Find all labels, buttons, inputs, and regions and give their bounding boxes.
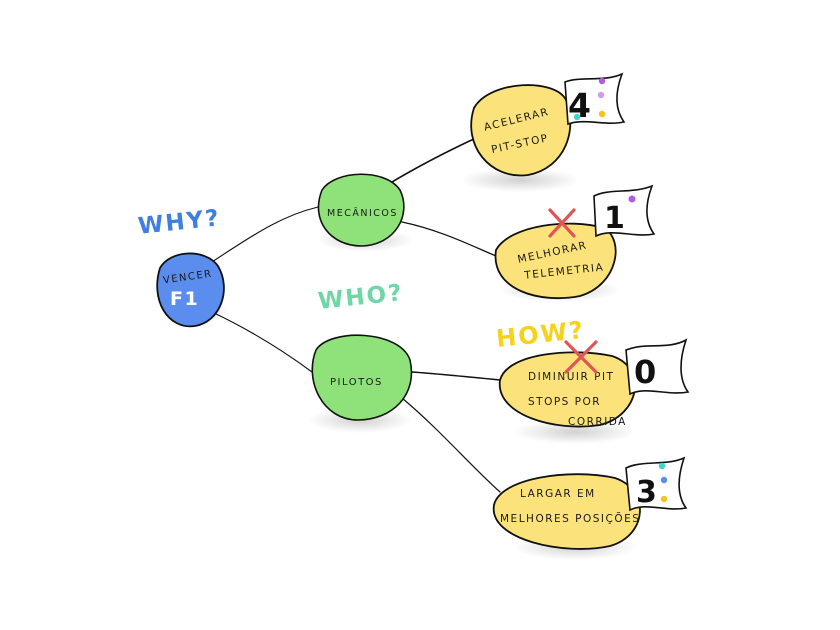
- flag-telemetria: 1: [593, 184, 656, 238]
- vote-dot-icon: [597, 91, 605, 99]
- who-label: WHO?: [317, 280, 405, 315]
- impact-diminuir-line3: CORRIDA: [568, 416, 627, 428]
- actor-node-mecanicos-label: MECÂNICOS: [327, 207, 398, 219]
- vote-dot-icon: [628, 195, 636, 203]
- edge-root-pilotos: [211, 311, 313, 373]
- impact-node-diminuir[interactable]: DIMINUIR PIT STOPS POR CORRIDA: [499, 351, 636, 428]
- connectors: [211, 136, 501, 493]
- edge-pilotos-largar: [401, 397, 501, 493]
- vote-dot-icon: [598, 77, 606, 85]
- goal-node-line2: F1: [170, 288, 199, 310]
- flag-largar-score: 3: [636, 475, 657, 510]
- impact-diminuir-line2: STOPS POR: [528, 396, 601, 408]
- edge-mecanicos-telemetria: [401, 221, 497, 257]
- flag-largar: 3: [625, 456, 688, 512]
- edge-pilotos-diminuir: [411, 371, 501, 381]
- cross-mark-icon: [564, 340, 598, 374]
- vote-dot-icon: [573, 113, 581, 121]
- impact-node-acelerar[interactable]: ACELERAR PIT-STOP: [470, 84, 572, 177]
- vote-dot-icon: [658, 462, 666, 470]
- vote-dot-icon: [660, 495, 668, 503]
- impact-node-largar[interactable]: LARGAR EM MELHORES POSIÇÕES: [493, 473, 641, 550]
- edge-root-mecanicos: [211, 206, 319, 263]
- flag-diminuir-score: 0: [634, 353, 656, 391]
- why-label: WHY?: [137, 205, 222, 239]
- edge-mecanicos-acelerar: [386, 136, 479, 186]
- cross-mark-icon: [548, 208, 576, 238]
- flag-telemetria-score: 1: [604, 201, 625, 236]
- flag-acelerar-score: 4: [568, 86, 591, 125]
- actor-node-pilotos-label: PILOTOS: [330, 377, 383, 388]
- flag-acelerar: 4: [564, 72, 626, 126]
- flag-diminuir: 0: [625, 338, 690, 396]
- impact-largar-line1: LARGAR EM: [520, 488, 596, 500]
- vote-dot-icon: [660, 476, 668, 484]
- actor-node-pilotos[interactable]: PILOTOS: [311, 334, 413, 421]
- actor-node-mecanicos[interactable]: MECÂNICOS: [317, 173, 405, 247]
- impact-diminuir-line1: DIMINUIR PIT: [528, 371, 614, 383]
- impact-largar-line2: MELHORES POSIÇÕES: [500, 512, 640, 525]
- impact-node-telemetria[interactable]: MELHORAR TELEMETRIA: [494, 222, 617, 300]
- goal-node-vencer-f1[interactable]: VENCER F1: [156, 252, 225, 328]
- vote-dot-icon: [598, 110, 606, 118]
